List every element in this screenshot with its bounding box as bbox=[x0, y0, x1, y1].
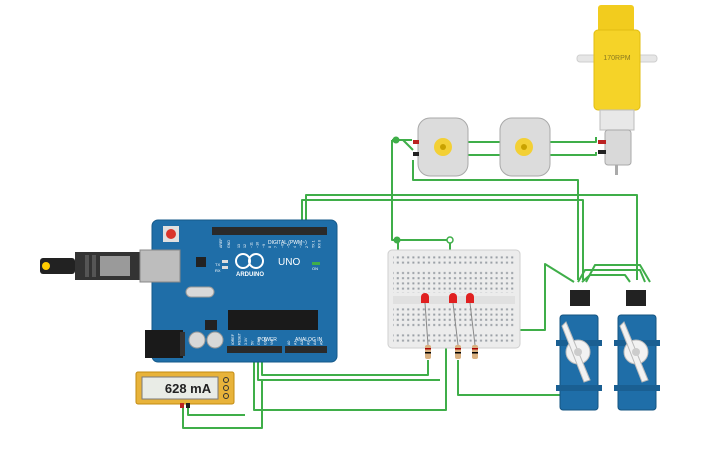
pin-label: ~11 bbox=[249, 242, 253, 248]
resistor[interactable] bbox=[455, 345, 461, 359]
resistor[interactable] bbox=[425, 345, 431, 359]
wire[interactable] bbox=[402, 139, 414, 151]
multimeter[interactable]: 628 mA bbox=[135, 371, 235, 408]
wire[interactable] bbox=[548, 137, 597, 143]
wire[interactable] bbox=[548, 152, 597, 156]
rx-label: RX bbox=[215, 268, 221, 273]
tx-label: TX bbox=[215, 262, 220, 267]
pin-label: A4 bbox=[313, 341, 317, 345]
breadboard[interactable] bbox=[387, 249, 521, 359]
multimeter-reading: 628 mA bbox=[165, 381, 212, 396]
digital-label: DIGITAL (PWM~) bbox=[268, 240, 307, 246]
arduino-board[interactable]: ARDUINO UNO DIGITAL (PWM~) POWER ANALOG … bbox=[40, 219, 338, 363]
arduino-model: UNO bbox=[278, 257, 300, 268]
arduino-brand: ARDUINO bbox=[236, 272, 264, 278]
wire[interactable] bbox=[581, 274, 631, 283]
pin-label: ~5 bbox=[287, 244, 291, 248]
pin-label: 13 bbox=[237, 244, 241, 248]
servo-right[interactable] bbox=[614, 290, 660, 411]
arduino-logo-icon bbox=[235, 253, 264, 269]
pin-label: 4 bbox=[293, 246, 297, 248]
pin-label: RX 0 bbox=[318, 240, 322, 248]
pin-label: 7 bbox=[274, 246, 278, 248]
pin-label: 5V bbox=[251, 340, 255, 345]
pin-label: A5 bbox=[320, 341, 324, 345]
pin-label: IOREF bbox=[231, 333, 235, 345]
resistor[interactable] bbox=[472, 345, 478, 359]
wire[interactable] bbox=[412, 160, 579, 280]
pin-label: TX 1 bbox=[311, 240, 315, 248]
mode-knob-icon[interactable] bbox=[223, 393, 229, 399]
mode-knob-icon[interactable] bbox=[223, 385, 229, 391]
pin-label: GND bbox=[227, 240, 231, 248]
pin-label: ~10 bbox=[256, 242, 260, 248]
wire[interactable] bbox=[585, 264, 651, 283]
pin-label: 2 bbox=[305, 246, 309, 248]
servo-left[interactable] bbox=[556, 290, 602, 411]
pin-label: AREF bbox=[219, 238, 223, 248]
wire[interactable] bbox=[187, 407, 245, 416]
led[interactable] bbox=[466, 293, 474, 303]
pin-label: ~6 bbox=[280, 244, 284, 248]
led[interactable] bbox=[449, 293, 457, 303]
wire[interactable] bbox=[301, 199, 584, 280]
analog-label: ANALOG IN bbox=[295, 337, 323, 343]
mode-knob-icon[interactable] bbox=[223, 377, 229, 383]
wire[interactable] bbox=[391, 140, 451, 255]
pin-label: RESET bbox=[238, 332, 242, 345]
gear-motor[interactable]: 170RPM bbox=[576, 5, 658, 175]
pin-label: GND bbox=[264, 337, 268, 345]
power-label: POWER bbox=[258, 337, 277, 343]
junctions bbox=[392, 136, 454, 244]
pin-label: Vin bbox=[270, 340, 274, 345]
wire[interactable] bbox=[577, 269, 646, 283]
pin-label: A3 bbox=[307, 341, 311, 345]
pin-label: GND bbox=[257, 337, 261, 345]
pin-label: A2 bbox=[300, 341, 304, 345]
wire[interactable] bbox=[257, 355, 440, 381]
wire[interactable] bbox=[261, 355, 429, 376]
led[interactable] bbox=[421, 293, 429, 303]
wire[interactable] bbox=[182, 380, 263, 429]
pin-label: 3.3V bbox=[244, 337, 248, 345]
on-label: ON bbox=[312, 266, 318, 271]
motor-rpm-label: 170RPM bbox=[603, 55, 630, 62]
pin-label: 8 bbox=[268, 246, 272, 248]
pin-label: A1 bbox=[294, 341, 298, 345]
pin-label: ~9 bbox=[262, 244, 266, 248]
dc-motor-right[interactable] bbox=[499, 117, 551, 177]
pin-label: 12 bbox=[243, 244, 247, 248]
wire[interactable] bbox=[305, 194, 638, 280]
pin-label: A0 bbox=[287, 341, 291, 345]
pin-label: ~3 bbox=[299, 244, 303, 248]
wire[interactable] bbox=[253, 325, 447, 411]
dc-motor-left[interactable] bbox=[413, 117, 469, 177]
reset-button[interactable] bbox=[166, 229, 176, 239]
